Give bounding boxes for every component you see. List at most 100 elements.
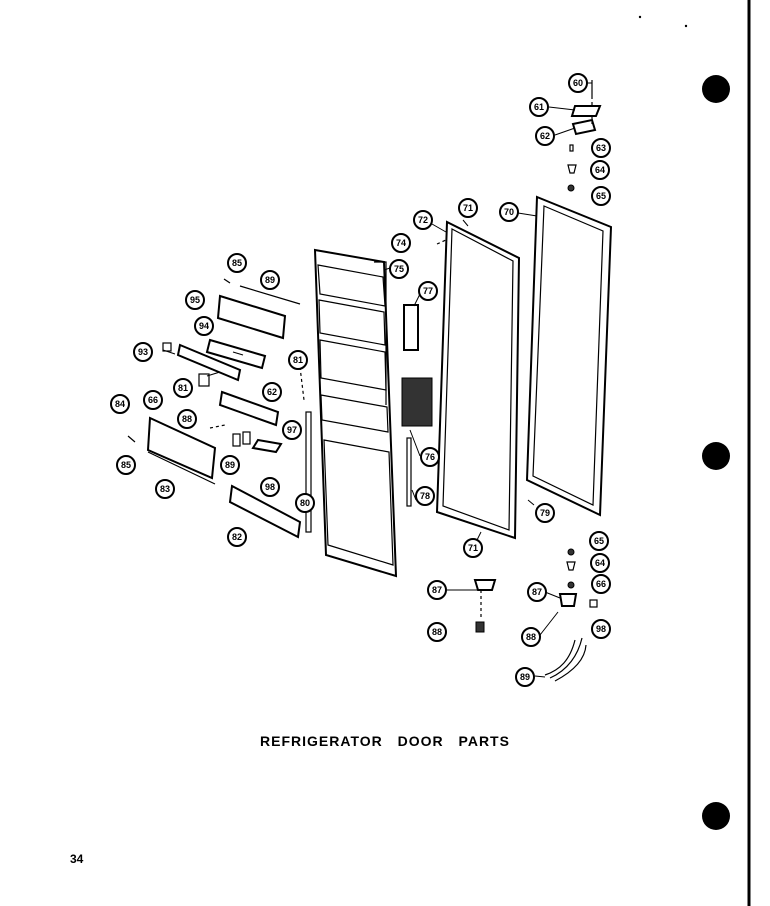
hinge-block-98: [589, 599, 598, 608]
callout-80: 80: [295, 493, 315, 513]
callout-98-left: 98: [260, 477, 280, 497]
svg-text:78: 78: [420, 491, 430, 501]
callout-87-left: 87: [427, 580, 447, 600]
vertical-strip-78: [406, 437, 412, 507]
svg-text:77: 77: [423, 286, 433, 296]
callout-89: 89: [515, 667, 535, 687]
svg-text:76: 76: [425, 452, 435, 462]
callout-98: 98: [591, 619, 611, 639]
svg-text:62: 62: [540, 131, 550, 141]
callout-89-top: 89: [260, 270, 280, 290]
svg-text:64: 64: [595, 558, 605, 568]
washer-65: [567, 184, 575, 192]
hinge-cap-88: [475, 621, 485, 633]
base-trim-82: [228, 484, 302, 539]
svg-text:71: 71: [468, 543, 478, 553]
svg-text:80: 80: [300, 498, 310, 508]
callout-89-left: 89: [220, 455, 240, 475]
svg-text:66: 66: [148, 395, 158, 405]
wire-harness-89: [544, 637, 587, 682]
callout-62: 62: [535, 126, 555, 146]
callout-61: 61: [529, 97, 549, 117]
callout-97: 97: [282, 420, 302, 440]
callout-85-top: 85: [227, 253, 247, 273]
hinge-87-bottom: [558, 593, 578, 607]
callout-88: 88: [177, 409, 197, 429]
callout-66-bottom: 66: [591, 574, 611, 594]
shelf-95: [216, 294, 287, 340]
svg-text:61: 61: [534, 102, 544, 112]
svg-text:98: 98: [596, 624, 606, 634]
binder-hole-middle: [702, 442, 730, 470]
svg-text:79: 79: [540, 508, 550, 518]
callout-85-left: 85: [116, 455, 136, 475]
callout-75: 75: [389, 259, 409, 279]
pin-85: [127, 435, 136, 443]
scan-speck: [684, 24, 688, 28]
svg-text:88: 88: [526, 632, 536, 642]
svg-text:87: 87: [532, 587, 542, 597]
callout-64: 64: [590, 160, 610, 180]
door-panel: [435, 220, 521, 540]
shelf-94: [205, 338, 267, 370]
svg-text:83: 83: [160, 484, 170, 494]
svg-text:85: 85: [232, 258, 242, 268]
pin-85-top: [223, 278, 231, 284]
rod-89: [239, 285, 301, 305]
door-bracket-77: [403, 304, 419, 351]
callout-88-left: 88: [427, 622, 447, 642]
svg-text:89: 89: [265, 275, 275, 285]
cap-93: [162, 342, 172, 352]
svg-text:62: 62: [267, 387, 277, 397]
callout-81-left: 81: [173, 378, 193, 398]
callout-65: 65: [591, 186, 611, 206]
svg-text:66: 66: [596, 579, 606, 589]
svg-text:65: 65: [596, 191, 606, 201]
hinge-61: [570, 105, 602, 117]
washer-65-bottom: [567, 548, 575, 556]
callout-64-bottom: 64: [590, 553, 610, 573]
callout-71-top: 71: [458, 198, 478, 218]
bushing-64: [567, 164, 577, 174]
shelf-66: [146, 416, 217, 480]
washer-66-bottom: [567, 581, 575, 589]
svg-text:89: 89: [225, 460, 235, 470]
callout-66: 66: [143, 390, 163, 410]
callout-62-left: 62: [262, 382, 282, 402]
callout-94: 94: [194, 316, 214, 336]
binder-hole-bottom: [702, 802, 730, 830]
hinge-87-left: [473, 579, 497, 591]
svg-text:81: 81: [293, 355, 303, 365]
callout-83: 83: [155, 479, 175, 499]
door-liner: [313, 248, 398, 578]
callout-87-right: 87: [527, 582, 547, 602]
svg-text:95: 95: [190, 295, 200, 305]
svg-text:75: 75: [394, 264, 404, 274]
hinge-plate-62: [571, 118, 597, 136]
callout-81-right: 81: [288, 350, 308, 370]
svg-text:81: 81: [178, 383, 188, 393]
clip-81: [198, 373, 210, 387]
svg-text:98: 98: [265, 482, 275, 492]
callout-63: 63: [591, 138, 611, 158]
hinge-pin-63: [569, 144, 574, 152]
callout-78: 78: [415, 486, 435, 506]
svg-text:89: 89: [520, 672, 530, 682]
callout-74: 74: [391, 233, 411, 253]
callout-79: 79: [535, 503, 555, 523]
svg-text:84: 84: [115, 399, 125, 409]
shelf-62: [218, 390, 280, 427]
control-panel-76: [401, 377, 433, 427]
svg-text:87: 87: [432, 585, 442, 595]
page-number: 34: [70, 852, 84, 866]
callout-93: 93: [133, 342, 153, 362]
svg-text:97: 97: [287, 425, 297, 435]
svg-text:63: 63: [596, 143, 606, 153]
callout-71-bottom: 71: [463, 538, 483, 558]
svg-text:64: 64: [595, 165, 605, 175]
clip-89: [232, 433, 241, 447]
svg-text:70: 70: [504, 207, 514, 217]
svg-text:65: 65: [594, 536, 604, 546]
callout-76: 76: [420, 447, 440, 467]
callout-60: 60: [568, 73, 588, 93]
